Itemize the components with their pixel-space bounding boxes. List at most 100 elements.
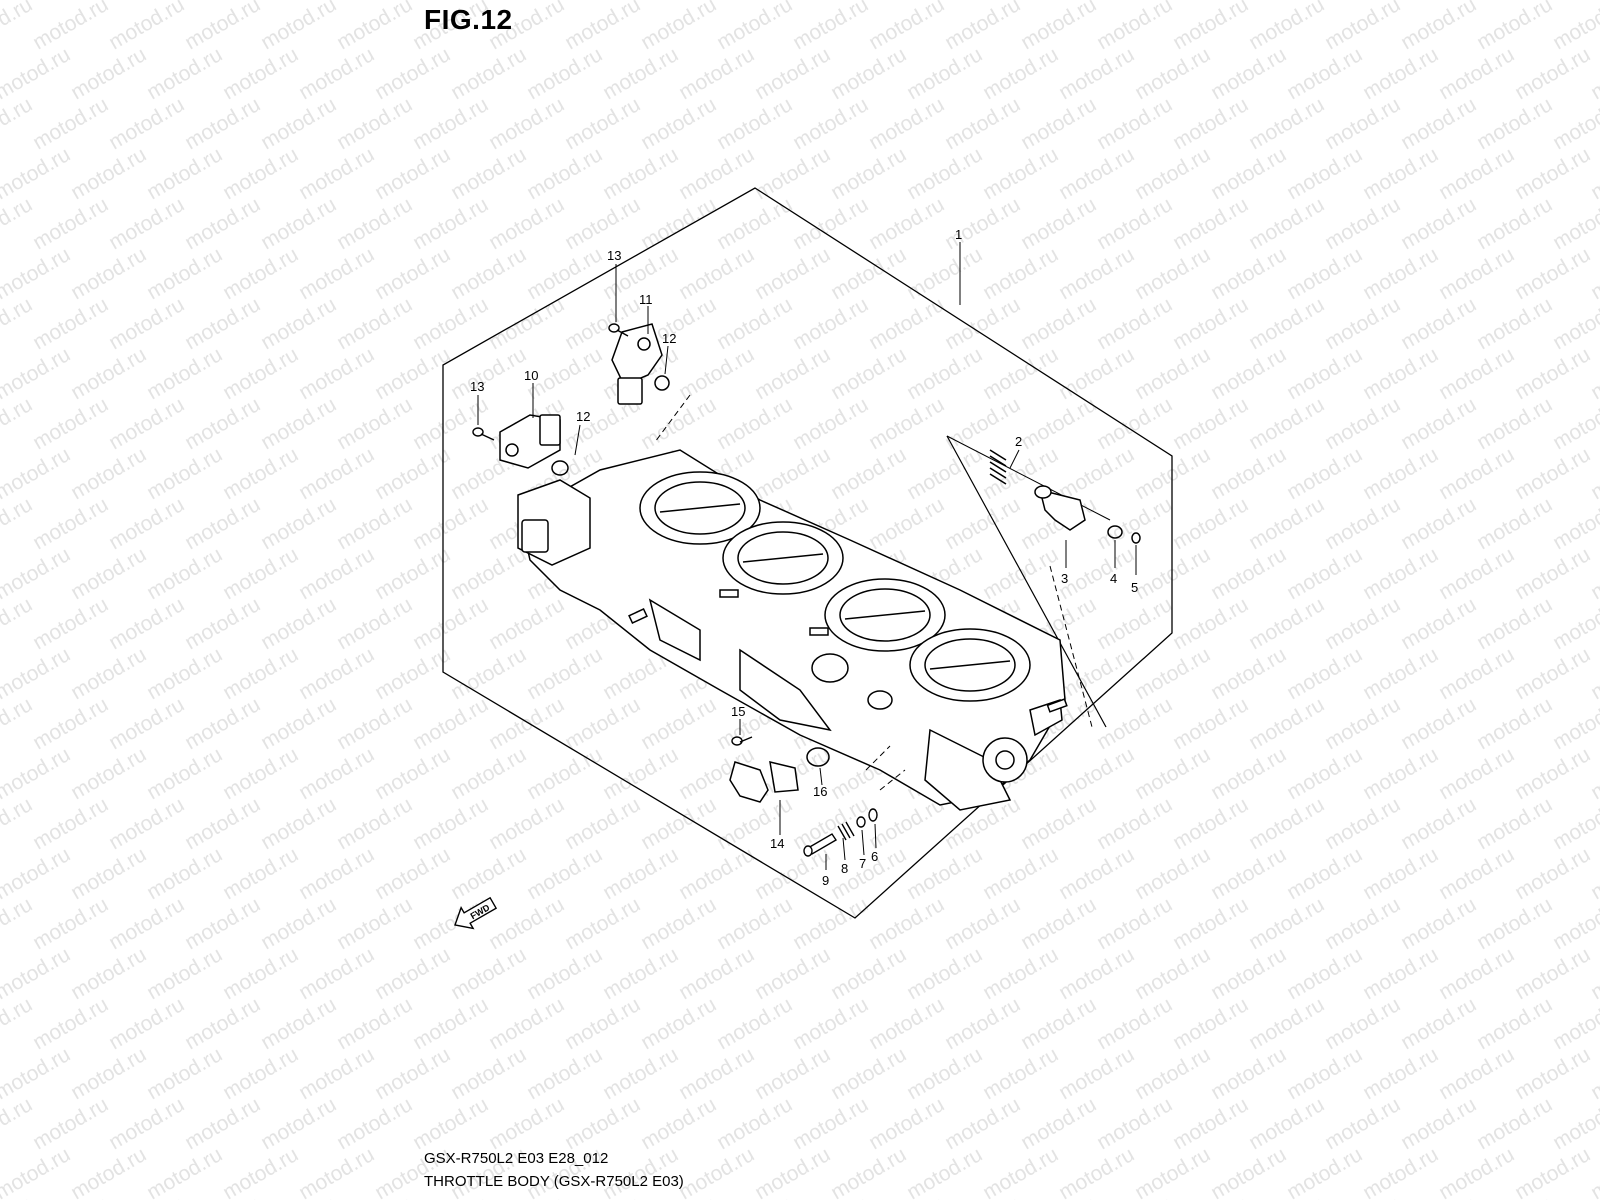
- watermark-text: motod.ru: [1207, 143, 1290, 204]
- watermark-text: motod.ru: [485, 593, 568, 654]
- watermark-text: motod.ru: [903, 1143, 986, 1200]
- watermark-text: motod.ru: [1511, 743, 1594, 804]
- watermark-text: motod.ru: [1511, 143, 1594, 204]
- watermark-text: motod.ru: [1435, 243, 1518, 304]
- watermark-text: motod.ru: [409, 193, 492, 254]
- watermark-text: motod.ru: [1055, 1043, 1138, 1104]
- watermark-text: motod.ru: [789, 393, 872, 454]
- watermark-text: motod.ru: [485, 793, 568, 854]
- watermark-text: motod.ru: [1169, 593, 1252, 654]
- watermark-text: motod.ru: [485, 1193, 568, 1200]
- watermark-text: motod.ru: [1055, 143, 1138, 204]
- washer-part-7: [856, 816, 866, 828]
- watermark-text: motod.ru: [1587, 943, 1600, 1004]
- watermark-text: motod.ru: [1397, 0, 1480, 54]
- watermark-text: motod.ru: [219, 243, 302, 304]
- watermark-text: motod.ru: [979, 543, 1062, 604]
- watermark-text: motod.ru: [713, 1193, 796, 1200]
- watermark-text: motod.ru: [371, 943, 454, 1004]
- watermark-text: motod.ru: [979, 243, 1062, 304]
- watermark-text: motod.ru: [257, 293, 340, 354]
- watermark-text: motod.ru: [1397, 593, 1480, 654]
- watermark-text: motod.ru: [979, 43, 1062, 104]
- watermark-text: motod.ru: [1245, 393, 1328, 454]
- watermark-text: motod.ru: [1131, 1143, 1214, 1200]
- callout-part-12a: 12: [576, 409, 590, 424]
- watermark-text: motod.ru: [143, 743, 226, 804]
- watermark-text: motod.ru: [1359, 743, 1442, 804]
- watermark-text: motod.ru: [219, 0, 302, 4]
- watermark-text: motod.ru: [827, 143, 910, 204]
- watermark-text: motod.ru: [1207, 1043, 1290, 1104]
- watermark-text: motod.ru: [1549, 393, 1600, 454]
- watermark-text: motod.ru: [1435, 543, 1518, 604]
- watermark-text: motod.ru: [105, 193, 188, 254]
- watermark-text: motod.ru: [1207, 243, 1290, 304]
- watermark-text: motod.ru: [1435, 43, 1518, 104]
- watermark-text: motod.ru: [105, 793, 188, 854]
- watermark-text: motod.ru: [1131, 943, 1214, 1004]
- watermark-text: motod.ru: [1549, 493, 1600, 554]
- watermark-text: motod.ru: [143, 443, 226, 504]
- watermark-text: motod.ru: [1549, 1093, 1600, 1154]
- watermark-text: motod.ru: [1511, 0, 1594, 4]
- watermark-text: motod.ru: [1587, 343, 1600, 404]
- watermark-text: motod.ru: [105, 393, 188, 454]
- watermark-text: motod.ru: [257, 493, 340, 554]
- watermark-text: motod.ru: [789, 93, 872, 154]
- watermark-text: motod.ru: [333, 893, 416, 954]
- watermark-text: motod.ru: [865, 193, 948, 254]
- watermark-text: motod.ru: [675, 143, 758, 204]
- watermark-text: motod.ru: [1511, 1143, 1594, 1200]
- watermark-text: motod.ru: [0, 443, 74, 504]
- watermark-text: motod.ru: [1017, 0, 1100, 54]
- watermark-text: motod.ru: [295, 1043, 378, 1104]
- watermark-text: motod.ru: [409, 1193, 492, 1200]
- watermark-text: motod.ru: [1549, 193, 1600, 254]
- watermark-text: motod.ru: [143, 843, 226, 904]
- screw-13a: [472, 427, 495, 441]
- watermark-text: motod.ru: [1321, 393, 1404, 454]
- watermark-text: motod.ru: [1359, 943, 1442, 1004]
- watermark-text: motod.ru: [1055, 743, 1138, 804]
- watermark-text: motod.ru: [941, 193, 1024, 254]
- watermark-text: motod.ru: [1245, 1093, 1328, 1154]
- watermark-text: motod.ru: [257, 93, 340, 154]
- watermark-text: motod.ru: [1093, 1093, 1176, 1154]
- watermark-text: motod.ru: [599, 1143, 682, 1200]
- watermark-text: motod.ru: [561, 693, 644, 754]
- watermark-text: motod.ru: [599, 943, 682, 1004]
- watermark-text: motod.ru: [1397, 393, 1480, 454]
- watermark-text: motod.ru: [447, 643, 530, 704]
- watermark-text: motod.ru: [1435, 843, 1518, 904]
- watermark-text: motod.ru: [67, 543, 150, 604]
- watermark-text: motod.ru: [1093, 193, 1176, 254]
- callout-part-12b: 12: [662, 331, 676, 346]
- watermark-text: motod.ru: [1511, 443, 1594, 504]
- screw-part-15: [731, 736, 753, 746]
- watermark-text: motod.ru: [675, 1043, 758, 1104]
- watermark-text: motod.ru: [0, 943, 74, 1004]
- watermark-text: motod.ru: [181, 1193, 264, 1200]
- watermark-text: motod.ru: [409, 1093, 492, 1154]
- watermark-text: motod.ru: [1587, 443, 1600, 504]
- watermark-text: motod.ru: [257, 693, 340, 754]
- watermark-text: motod.ru: [523, 943, 606, 1004]
- watermark-text: motod.ru: [29, 0, 112, 54]
- watermark-text: motod.ru: [1283, 943, 1366, 1004]
- watermark-text: motod.ru: [447, 343, 530, 404]
- watermark-text: motod.ru: [675, 243, 758, 304]
- watermark-text: motod.ru: [903, 0, 986, 4]
- watermark-text: motod.ru: [1169, 0, 1252, 54]
- watermark-text: motod.ru: [29, 193, 112, 254]
- callout-part-7: 7: [859, 856, 866, 871]
- watermark-text: motod.ru: [1283, 143, 1366, 204]
- watermark-text: motod.ru: [1283, 543, 1366, 604]
- watermark-text: motod.ru: [789, 993, 872, 1054]
- sensor-part-10: [499, 414, 561, 469]
- watermark-text: motod.ru: [1473, 1193, 1556, 1200]
- watermark-text: motod.ru: [1055, 243, 1138, 304]
- watermark-text: motod.ru: [181, 793, 264, 854]
- watermark-text: motod.ru: [1587, 243, 1600, 304]
